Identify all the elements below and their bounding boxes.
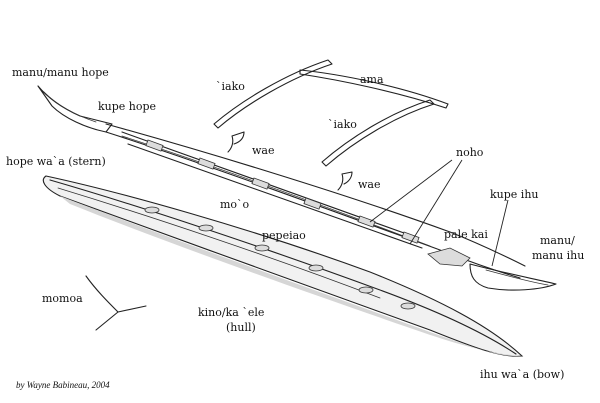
label-iako-right: `iako [328,118,357,131]
label-kupe-ihu: kupe ihu [490,188,539,201]
label-iako-left: `iako [216,80,245,93]
pepeiao-6 [400,302,416,310]
noho-pointer-1 [369,159,453,223]
label-pepeiao: pepeiao [262,229,306,242]
hull-assembly [42,175,524,357]
moo-rail-inner [127,143,423,249]
pepeiao-5 [358,286,374,294]
label-noho: noho [456,146,484,159]
label-pale-kai: pale kai [444,228,488,241]
label-manu-hope: manu/manu hope [12,66,109,79]
pepeiao-4 [308,264,324,272]
label-manu-ihu-2: manu ihu [532,249,585,262]
kupe-ihu-pointer [491,199,509,267]
label-hope-waa: hope wa`a (stern) [6,155,106,168]
label-momoa: momoa [42,292,83,305]
noho-pointer-2 [409,159,463,245]
label-manu-ihu-1: manu/ [540,234,575,247]
manu-ihu-shape [469,263,557,291]
label-moo: mo`o [220,198,250,211]
noho-6 [401,231,420,244]
pepeiao-row [144,206,416,310]
label-kino-2: (hull) [226,321,256,334]
manu-hope-detail [43,91,97,123]
iako-right-shape [321,99,435,167]
noho-1 [145,139,164,152]
label-ama: ama [360,73,384,86]
noho-3 [251,177,270,190]
label-wae-right: wae [358,178,381,191]
wae-left-shape [227,131,245,153]
wae-right-shape [337,171,353,191]
label-kino-1: kino/ka `ele [198,306,265,319]
label-ihu-waa: ihu wa`a (bow) [480,368,565,381]
pepeiao-2 [198,224,214,232]
noho-2 [197,157,216,170]
pepeiao-3 [254,244,270,252]
noho-5 [357,215,376,228]
momoa-piece [85,275,147,331]
pale-kai-shape [427,247,471,267]
noho-4 [303,197,322,210]
leader-lines [369,159,509,267]
author-credit: by Wayne Babineau, 2004 [16,380,110,390]
moo-bottom-edge [105,131,521,279]
label-wae-left: wae [252,144,275,157]
iako-left-shape [213,59,333,129]
gunwale-assembly [37,85,557,291]
pepeiao-1 [144,206,160,214]
hull-gunwale-line [49,179,517,355]
hull-shape [42,175,524,357]
manu-ihu-detail [485,269,549,286]
ama-shape [299,69,449,109]
momoa-shape [85,275,147,331]
label-kupe-hope: kupe hope [98,100,157,113]
outrigger-parts [213,59,449,191]
hull-sheer-line [57,187,381,299]
